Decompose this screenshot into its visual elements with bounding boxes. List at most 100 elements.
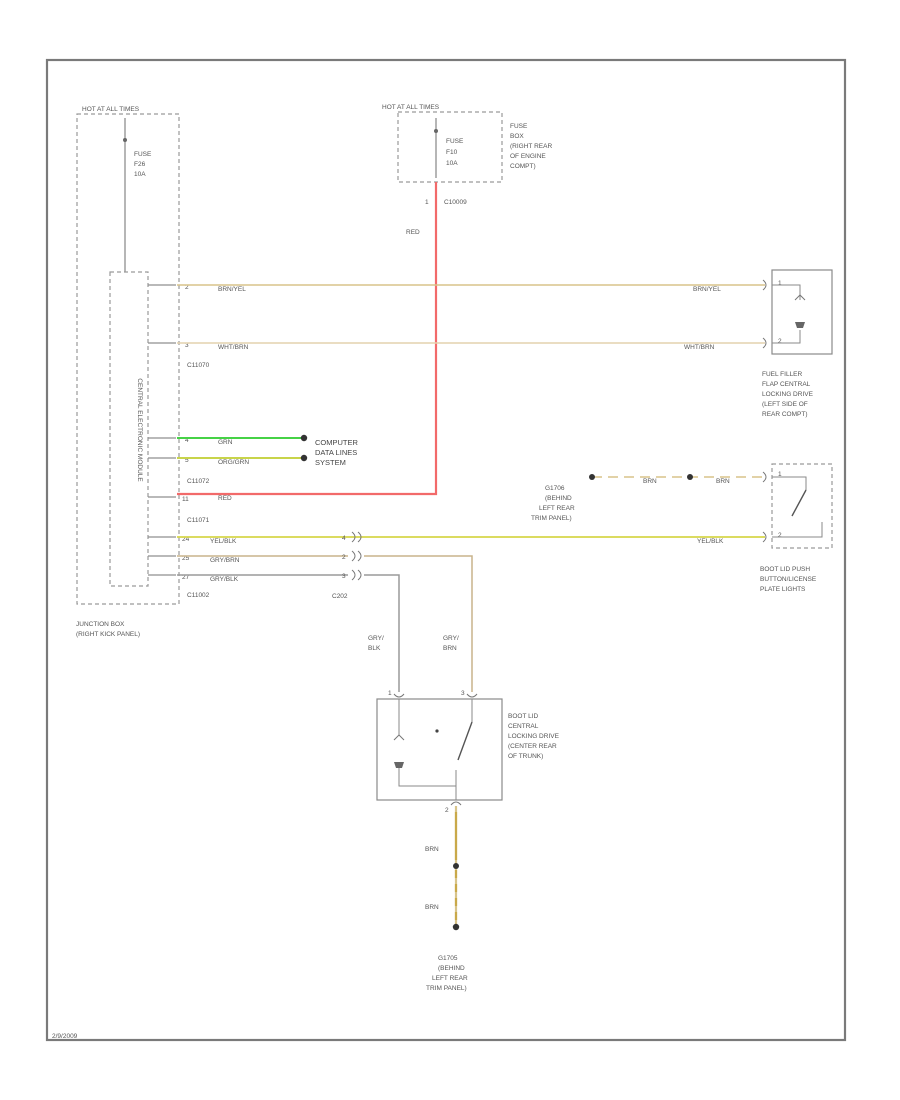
figure-id: 2/9/2009 — [52, 1033, 78, 1040]
ground-g1706-label-4: TRIM PANEL) — [531, 515, 572, 522]
boot-lid-drive-desc-4: (CENTER REAR — [508, 743, 557, 750]
wire-brn-yel-label-right: BRN/YEL — [693, 286, 721, 293]
fuel-filler-internal-1 — [772, 284, 801, 300]
inline-connector-gry-blk — [351, 569, 362, 581]
boot-lid-drive-box — [376, 698, 503, 801]
top-fuse-pin: 1 — [425, 199, 429, 206]
left-fuse-label: FUSE — [134, 151, 152, 158]
fuel-filler-actuator-icon — [794, 294, 806, 301]
inline-pin-3: 3 — [342, 573, 346, 580]
wire-org-grn-terminal — [300, 454, 308, 462]
fuel-filler-connector-1 — [762, 279, 767, 291]
boot-lid-drive-pin-3: 3 — [461, 690, 465, 697]
top-fuse-desc-3: (RIGHT REAR — [510, 143, 552, 150]
inline-pin-2: 2 — [342, 554, 346, 561]
ground-g1706-label-3: LEFT REAR — [539, 505, 575, 512]
connector-c11072: C11072 — [187, 478, 210, 485]
boot-lid-push-connector-2 — [762, 531, 767, 543]
inline-pin-4: 4 — [342, 535, 346, 542]
pin-5: 5 — [185, 457, 189, 464]
boot-lid-drive-connector-3 — [466, 693, 478, 698]
ground-g1705-label-1: G1705 — [438, 955, 458, 962]
boot-lid-drive-desc-2: CENTRAL — [508, 723, 539, 730]
fuel-filler-desc-1: FUEL FILLER — [762, 371, 803, 378]
computer-data-lines-1: COMPUTER — [315, 438, 359, 447]
ground-g1706-terminal — [589, 474, 595, 480]
wire-brn-push-label-right: BRN — [716, 478, 730, 485]
boot-lid-drive-motor-icon — [394, 762, 404, 768]
boot-lid-push-pin-1: 1 — [778, 471, 782, 478]
wire-brn-push-splice — [687, 474, 693, 480]
wire-grn-label: GRN — [218, 439, 233, 446]
connector-c11070: C11070 — [187, 362, 210, 369]
diagram-frame — [45, 58, 847, 1042]
wire-brn-push-label: BRN — [643, 478, 657, 485]
wire-gry-blk-label: GRY/BLK — [210, 576, 239, 583]
wire-gry-brn-v-label-1: GRY/ — [443, 635, 459, 642]
top-fuse-connector: C10009 — [444, 199, 467, 206]
boot-lid-drive-desc-1: BOOT LID — [508, 713, 539, 720]
inline-connector-gry-brn — [351, 550, 362, 562]
top-fuse-number: F10 — [446, 149, 458, 156]
left-fuse-number: F26 — [134, 161, 146, 168]
junction-box-desc-1: JUNCTION BOX — [76, 621, 125, 628]
boot-lid-drive-pin-1: 1 — [388, 690, 392, 697]
wire-red-vertical-label: RED — [406, 229, 420, 236]
wire-red-label: RED — [218, 495, 232, 502]
boot-lid-push-switch — [791, 489, 807, 517]
connector-c11002: C11002 — [187, 592, 210, 599]
top-fuse-header: HOT AT ALL TIMES — [382, 104, 440, 111]
computer-data-lines-3: SYSTEM — [315, 458, 346, 467]
fuel-filler-motor-icon — [795, 322, 805, 328]
boot-lid-push-desc-3: PLATE LIGHTS — [760, 586, 806, 593]
ground-g1705-terminal — [452, 923, 460, 931]
boot-lid-drive-desc-3: LOCKING DRIVE — [508, 733, 560, 740]
boot-lid-push-desc-1: BOOT LID PUSH — [760, 566, 810, 573]
wire-gry-brn-label: GRY/BRN — [210, 557, 240, 564]
fuel-filler-desc-2: FLAP CENTRAL — [762, 381, 811, 388]
boot-lid-push-internal-1 — [772, 476, 807, 490]
boot-lid-drive-desc-5: OF TRUNK) — [508, 753, 543, 760]
top-fuse-desc-2: BOX — [510, 133, 524, 140]
boot-lid-drive-connector-2 — [450, 801, 462, 806]
wire-wht-brn-label-left: WHT/BRN — [218, 344, 249, 351]
top-fuse-rating: 10A — [446, 160, 458, 167]
inline-connector-label: C202 — [332, 593, 348, 600]
boot-lid-drive-switch — [457, 721, 473, 761]
top-fuse-label: FUSE — [446, 138, 464, 145]
boot-lid-drive-actuator-icon — [393, 734, 405, 741]
boot-lid-drive-internal-2 — [398, 768, 457, 787]
top-fuse-desc-5: COMPT) — [510, 163, 536, 170]
junction-box-outline — [76, 113, 180, 605]
pin-24: 24 — [182, 536, 190, 543]
boot-lid-push-connector-1 — [762, 471, 767, 483]
wire-gry-blk-v-label-1: GRY/ — [368, 635, 384, 642]
pin-3: 3 — [185, 342, 189, 349]
boot-lid-drive-pin-2: 2 — [445, 807, 449, 814]
left-fuse-header: HOT AT ALL TIMES — [82, 106, 140, 113]
wire-brn-lower-splice — [453, 863, 459, 869]
fuel-filler-pin-1: 1 — [778, 280, 782, 287]
fuel-filler-desc-4: (LEFT SIDE OF — [762, 401, 808, 408]
left-fuse-rating: 10A — [134, 171, 146, 178]
top-fuse-desc-4: OF ENGINE — [510, 153, 546, 160]
wire-grn-terminal — [300, 434, 308, 442]
fuel-filler-desc-5: REAR COMPT) — [762, 411, 808, 418]
fuel-filler-pin-2: 2 — [778, 338, 782, 345]
connector-c11071: C11071 — [187, 517, 210, 524]
ground-g1705-label-4: TRIM PANEL) — [426, 985, 467, 992]
top-fuse-box-outline — [397, 111, 503, 183]
wire-red — [177, 182, 438, 496]
fuel-filler-connector-2 — [762, 337, 767, 349]
pin-27: 27 — [182, 574, 190, 581]
wire-gry-brn-v-label-2: BRN — [443, 645, 457, 652]
wire-brn-lower-label-2: BRN — [425, 904, 439, 911]
ground-g1705-label-3: LEFT REAR — [432, 975, 468, 982]
wire-brn-yel-label-left: BRN/YEL — [218, 286, 246, 293]
central-module-label: CENTRAL ELECTRONIC MODULE — [136, 378, 143, 482]
boot-lid-push-internal-2 — [772, 522, 823, 538]
ground-g1705-label-2: (BEHIND — [438, 965, 465, 972]
pin-2: 2 — [185, 284, 189, 291]
